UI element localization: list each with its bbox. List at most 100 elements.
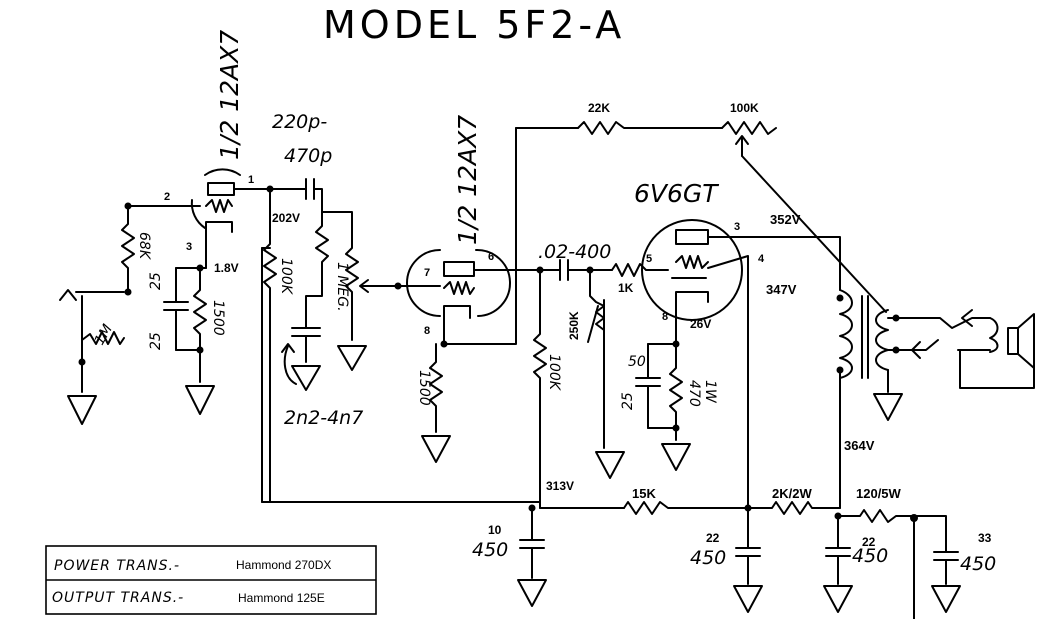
bright-cap-bottom-label: 470p [284,145,332,167]
junction-dot [124,288,132,296]
v3-plate-pin: 3 [734,221,740,233]
capacitor-22a-icon [735,507,761,585]
resistor-68k-icon [121,205,135,293]
capacitor-coupling-icon [559,259,569,281]
c25b-label: 25 [148,332,164,350]
resistor-tone-icon [305,211,329,329]
speaker-jack-icon [887,309,1035,389]
capacitor-50-icon [635,343,661,429]
r1500b-label: 1500 [416,370,432,406]
schematic-title: MODEL 5F2-A [323,3,625,47]
v1-plate-pin: 1 [248,174,254,186]
power-trans-label: POWER TRANS.- [54,558,180,574]
speaker-icon [989,313,1035,369]
ground-icon [517,579,547,607]
v1-cathode-pin: 3 [186,241,192,253]
capacitor-22b-icon [825,515,851,585]
c25c-label: 25 [620,392,636,410]
opt-supply-voltage: 364V [844,438,875,453]
resistor-15k-icon [623,501,749,515]
resistor-1500b-icon [429,343,443,433]
r1k-label: 1K [618,281,634,295]
output-trans-label: OUTPUT TRANS.- [52,590,184,606]
capacitor-25-icon [163,267,189,351]
c2n2-label: 2n2-4n7 [284,407,363,429]
tube-v1-icon [190,168,241,233]
c25-label: 25 [148,272,164,290]
resistor-2k-icon [747,501,841,515]
tube-v2-label: 1/2 12AX7 [453,115,482,245]
v1-cathode-voltage: 1.8V [214,261,239,275]
ground-icon [661,443,691,471]
c33-bottom-label: 450 [960,553,996,575]
potentiometer-1meg-icon [321,211,399,341]
v2-plate-pin: 6 [488,251,494,263]
r100k-b-label: 100K [546,354,562,392]
v3-cathode-pin: 8 [662,311,668,323]
resistor-22k-icon [577,121,723,135]
pot100k-label: 100K [730,101,759,115]
coupling-cap-label: .02-400 [538,241,611,263]
junction-dot [672,424,680,432]
c22b-bottom-label: 450 [852,545,888,567]
resistor-100k-v2-icon [533,269,547,509]
c50-label: 50 [628,354,646,370]
tube-v3-icon [641,219,743,321]
c22a-top-label: 22 [706,531,720,545]
tube-v1-label: 1/2 12AX7 [215,30,244,160]
c22b-top-label: 22 [862,535,876,549]
arrow-icon [281,343,297,385]
junction-dot [196,346,204,354]
v1-plate-voltage: 202V [272,211,300,225]
resistor-120-icon [837,509,947,535]
node-313-voltage: 313V [546,479,574,493]
c22a-bottom-label: 450 [690,547,726,569]
tube-v3-label: 6V6GT [634,179,719,208]
r1500a-label: 1500 [210,300,226,336]
junction-dot [892,314,900,322]
capacitor-bright-icon [305,178,323,213]
v2-cathode-pin: 8 [424,325,430,337]
r470-label: 470 [686,380,702,407]
ground-icon [595,451,625,479]
c10-top-label: 10 [488,523,502,537]
potentiometer-250k-icon [587,269,605,449]
capacitor-33-icon [933,533,959,585]
ground-icon [823,585,853,613]
transformer-info-box: POWER TRANS.- Hammond 270DX OUTPUT TRANS… [45,545,377,615]
v3-grid-pin: 5 [646,253,652,265]
ground-icon [421,435,451,463]
ground-icon [873,393,903,421]
v3-screen-pin: 4 [758,253,765,265]
r100k-plate-label: 100K [278,258,294,296]
c10-bottom-label: 450 [472,539,508,561]
ground-icon [67,395,97,425]
r470-watt-label: 1W [702,380,718,404]
v3-cathode-voltage: 26V [690,317,711,331]
junction-dot [836,294,844,302]
ground-icon [185,385,215,415]
potentiometer-100k-icon [721,121,887,313]
pot250k-label: 250K [567,311,581,340]
resistor-1500-icon [193,267,207,351]
v1-grid-pin: 2 [164,191,170,203]
r120-label: 120/5W [856,486,902,501]
ground-icon [291,365,321,391]
ground-icon [931,585,961,613]
junction-dot [394,282,402,290]
junction-dot [440,340,448,348]
output-trans-value: Hammond 125E [238,591,325,605]
resistor-470-icon [669,343,683,441]
vol-pot-label: 1 MEG. [334,262,350,312]
output-transformer-icon [839,289,889,379]
capacitor-10-icon [519,507,545,579]
v3-plate-voltage: 352V [770,212,801,227]
capacitor-2n2-icon [291,327,321,363]
v2-grid-pin: 7 [424,267,430,279]
r22k-label: 22K [588,101,610,115]
resistor-100k-plate-icon [263,188,277,503]
r68k-label: 68K [136,232,152,261]
r15k-label: 15K [632,486,656,501]
ground-icon [337,345,367,371]
